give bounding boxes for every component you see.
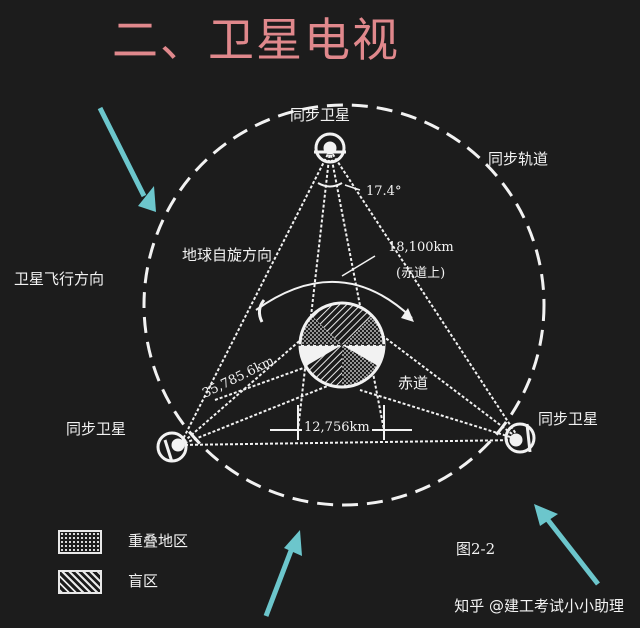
label-left-satellite: 同步卫星 <box>66 420 127 438</box>
legend-blind-label: 盲区 <box>128 572 159 590</box>
legend-blind-swatch <box>58 570 102 594</box>
label-earth-rotation: 地球自旋方向 <box>182 246 273 264</box>
earth-rotation-arrow <box>255 281 413 319</box>
label-earth-diameter: 12,756km <box>302 420 372 435</box>
coverage-lines <box>179 149 521 446</box>
label-satellite-direction: 卫星飞行方向 <box>14 270 105 288</box>
label-distance-equator-note: (赤道上) <box>396 266 446 281</box>
legend-overlap-label: 重叠地区 <box>128 532 189 550</box>
satellite-right <box>504 422 536 454</box>
label-orbit: 同步轨道 <box>488 150 549 168</box>
label-equator: 赤道 <box>398 374 429 392</box>
figure-number: 图2-2 <box>456 540 496 558</box>
label-top-satellite: 同步卫星 <box>290 106 351 124</box>
earth <box>298 301 386 389</box>
geostationary-orbit <box>142 103 546 507</box>
label-right-satellite: 同步卫星 <box>538 410 599 428</box>
label-angle: 17.4° <box>366 184 402 199</box>
legend-overlap-swatch <box>58 530 102 554</box>
satellite-left <box>156 431 188 463</box>
direction-arrows <box>97 106 600 617</box>
label-distance-equator: 18,100km <box>388 240 454 255</box>
satellite-top <box>314 132 346 164</box>
watermark: 知乎 @建工考试小小助理 <box>454 597 624 615</box>
page-title: 二、卫星电视 <box>112 13 400 67</box>
